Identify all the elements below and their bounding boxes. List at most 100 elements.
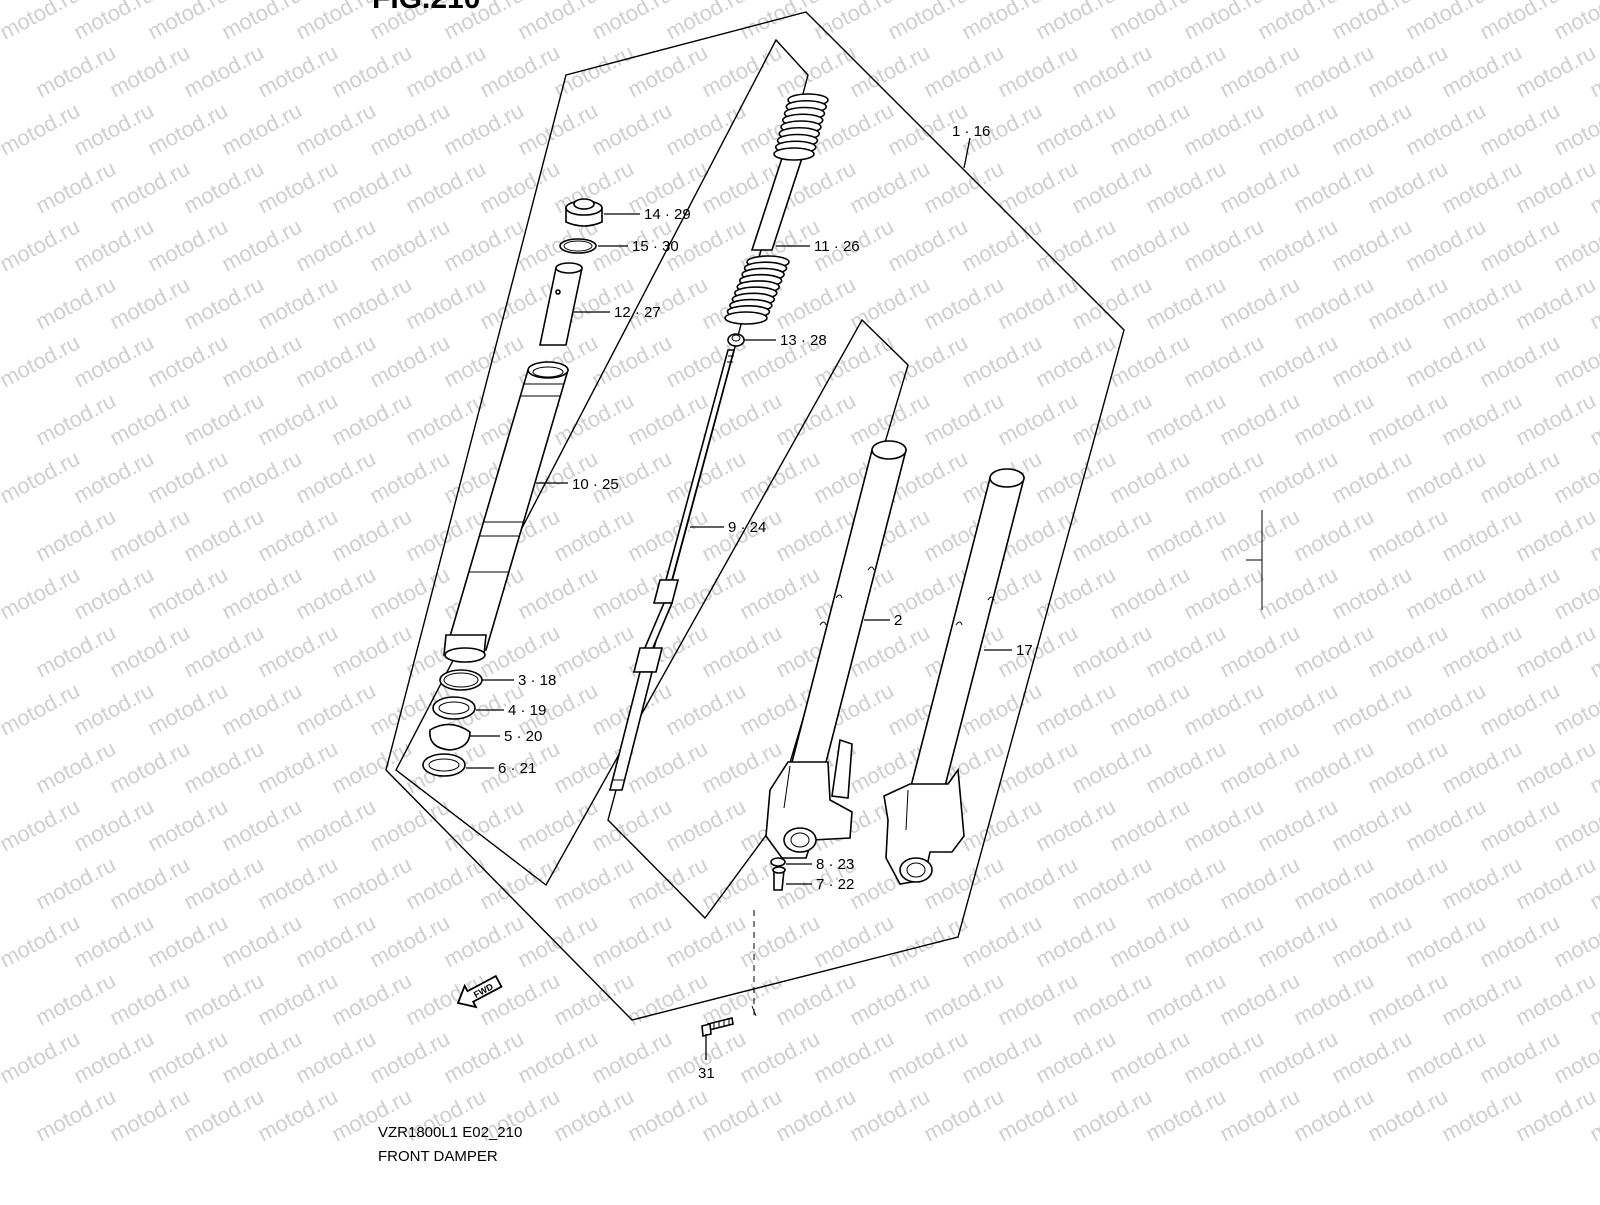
watermark-text: motod.ru: [1215, 1084, 1303, 1147]
watermark-text: motod.ru: [1363, 968, 1451, 1031]
watermark-text: motod.ru: [1215, 736, 1303, 799]
watermark-text: motod.ru: [1401, 446, 1489, 509]
axle-bracket-left: [765, 738, 853, 859]
watermark-text: motod.ru: [587, 98, 675, 161]
watermark-text: motod.ru: [31, 736, 119, 799]
watermark-text: motod.ru: [1253, 678, 1341, 741]
watermark-text: motod.ru: [143, 910, 231, 973]
watermark-text: motod.ru: [549, 968, 637, 1031]
watermark-text: motod.ru: [69, 214, 157, 277]
watermark-text: motod.ru: [105, 852, 193, 915]
damper-rod: [608, 349, 736, 791]
watermark-text: motod.ru: [253, 272, 341, 335]
assembly-frame-outer: [385, 11, 1125, 1021]
watermark-text: motod.ru: [1401, 214, 1489, 277]
watermark-text: motod.ru: [365, 214, 453, 277]
watermark-text: motod.ru: [1289, 852, 1377, 915]
callout-6-21: 6 · 21: [498, 760, 536, 777]
watermark-text: motod.ru: [1437, 156, 1525, 219]
watermark-text: motod.ru: [143, 214, 231, 277]
watermark-text: motod.ru: [549, 1084, 637, 1147]
callout-7-22: 7 · 22: [816, 876, 854, 893]
watermark-text: motod.ru: [327, 852, 415, 915]
watermark-text: motod.ru: [1253, 1026, 1341, 1089]
watermark-text: motod.ru: [69, 678, 157, 741]
watermark-text: motod.ru: [919, 1084, 1007, 1147]
watermark-text: motod.ru: [549, 388, 637, 451]
watermark-text: motod.ru: [549, 620, 637, 683]
watermark-text: motod.ru: [1031, 562, 1119, 625]
watermark-text: motod.ru: [1141, 620, 1229, 683]
watermark-text: motod.ru: [31, 968, 119, 1031]
watermark-text: motod.ru: [1475, 1026, 1563, 1089]
watermark-text: motod.ru: [1253, 330, 1341, 393]
drain-bolt: [772, 866, 786, 891]
watermark-text: motod.ru: [1067, 736, 1155, 799]
watermark-text: motod.ru: [1437, 388, 1525, 451]
watermark-text: motod.ru: [31, 620, 119, 683]
watermark-text: motod.ru: [1067, 156, 1155, 219]
watermark-text: motod.ru: [253, 852, 341, 915]
watermark-text: motod.ru: [401, 852, 489, 915]
watermark-text: motod.ru: [1401, 562, 1489, 625]
watermark-text: motod.ru: [365, 1026, 453, 1089]
watermark-text: motod.ru: [1067, 272, 1155, 335]
watermark-text: motod.ru: [31, 40, 119, 103]
watermark-text: motod.ru: [1215, 40, 1303, 103]
stopper-ring: [429, 723, 471, 751]
watermark-text: motod.ru: [1141, 736, 1229, 799]
watermark-text: motod.ru: [1105, 98, 1193, 161]
watermark-text: motod.ru: [217, 794, 305, 857]
watermark-text: motod.ru: [327, 388, 415, 451]
fork-spring-upper: [750, 93, 829, 251]
watermark-text: motod.ru: [1253, 98, 1341, 161]
watermark-text: motod.ru: [365, 562, 453, 625]
watermark-text: motod.ru: [1511, 272, 1599, 335]
watermark-text: motod.ru: [1327, 98, 1415, 161]
watermark-text: motod.ru: [957, 330, 1045, 393]
watermark-text: motod.ru: [0, 794, 84, 857]
watermark-text: motod.ru: [1253, 910, 1341, 973]
watermark-text: motod.ru: [105, 388, 193, 451]
watermark-text: motod.ru: [771, 1084, 859, 1147]
callout-3-18: 3 · 18: [518, 672, 556, 689]
watermark-text: motod.ru: [735, 910, 823, 973]
watermark-text: motod.ru: [365, 446, 453, 509]
watermark-text: motod.ru: [327, 272, 415, 335]
watermark-text: motod.ru: [1141, 852, 1229, 915]
spacer: [539, 262, 583, 346]
model-code: VZR1800L1 E02_210: [378, 1124, 523, 1141]
watermark-text: motod.ru: [105, 504, 193, 567]
callout-5-20: 5 · 20: [504, 728, 542, 745]
watermark-text: motod.ru: [291, 562, 379, 625]
axle-bracket-right: [883, 767, 965, 885]
callout-31: 31: [698, 1065, 715, 1082]
watermark-text: motod.ru: [513, 562, 601, 625]
watermark-text: motod.ru: [1511, 504, 1599, 567]
watermark-text: motod.ru: [1401, 98, 1489, 161]
watermark-text: motod.ru: [1141, 40, 1229, 103]
watermark-text: motod.ru: [105, 736, 193, 799]
watermark-text: motod.ru: [697, 1084, 785, 1147]
watermark-text: motod.ru: [439, 98, 527, 161]
watermark-text: motod.ru: [1363, 852, 1451, 915]
watermark-text: motod.ru: [253, 736, 341, 799]
watermark-text: motod.ru: [0, 910, 84, 973]
watermark-text: motod.ru: [253, 504, 341, 567]
watermark-text: motod.ru: [623, 1084, 711, 1147]
watermark-text: motod.ru: [217, 562, 305, 625]
watermark-text: motod.ru: [587, 1026, 675, 1089]
watermark-text: motod.ru: [1475, 214, 1563, 277]
watermark-text: motod.ru: [1511, 40, 1599, 103]
watermark-text: motod.ru: [919, 852, 1007, 915]
watermark-text: motod.ru: [217, 1026, 305, 1089]
watermark-text: motod.ru: [253, 156, 341, 219]
watermark-text: motod.ru: [623, 620, 711, 683]
watermark-text: motod.ru: [1437, 1084, 1525, 1147]
watermark-text: motod.ru: [919, 156, 1007, 219]
watermark-text: motod.ru: [0, 214, 84, 277]
watermark-text: motod.ru: [1363, 272, 1451, 335]
watermark-text: motod.ru: [253, 40, 341, 103]
watermark-text: motod.ru: [0, 562, 84, 625]
